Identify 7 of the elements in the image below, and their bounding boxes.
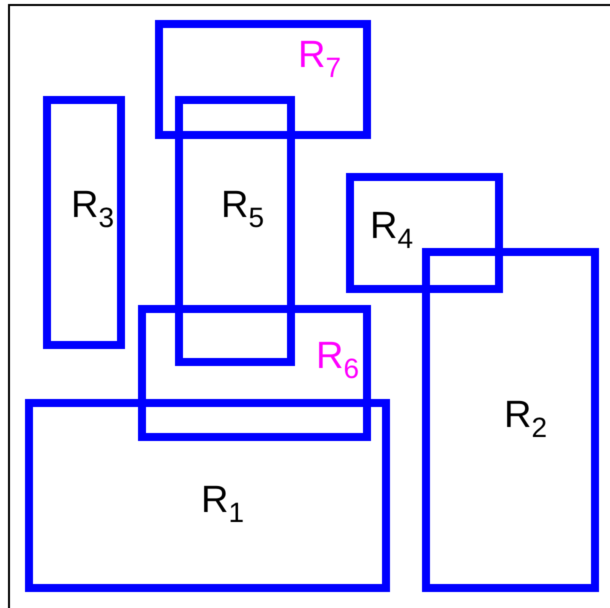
rectangle-outline [422,248,599,592]
rectangle-outline [25,399,390,592]
rectangle-outline [43,96,125,349]
rectangle-outline [346,173,503,293]
rectangle-outline [175,96,295,366]
rectangle-outline [138,305,371,441]
rectangle-outline [155,20,371,139]
